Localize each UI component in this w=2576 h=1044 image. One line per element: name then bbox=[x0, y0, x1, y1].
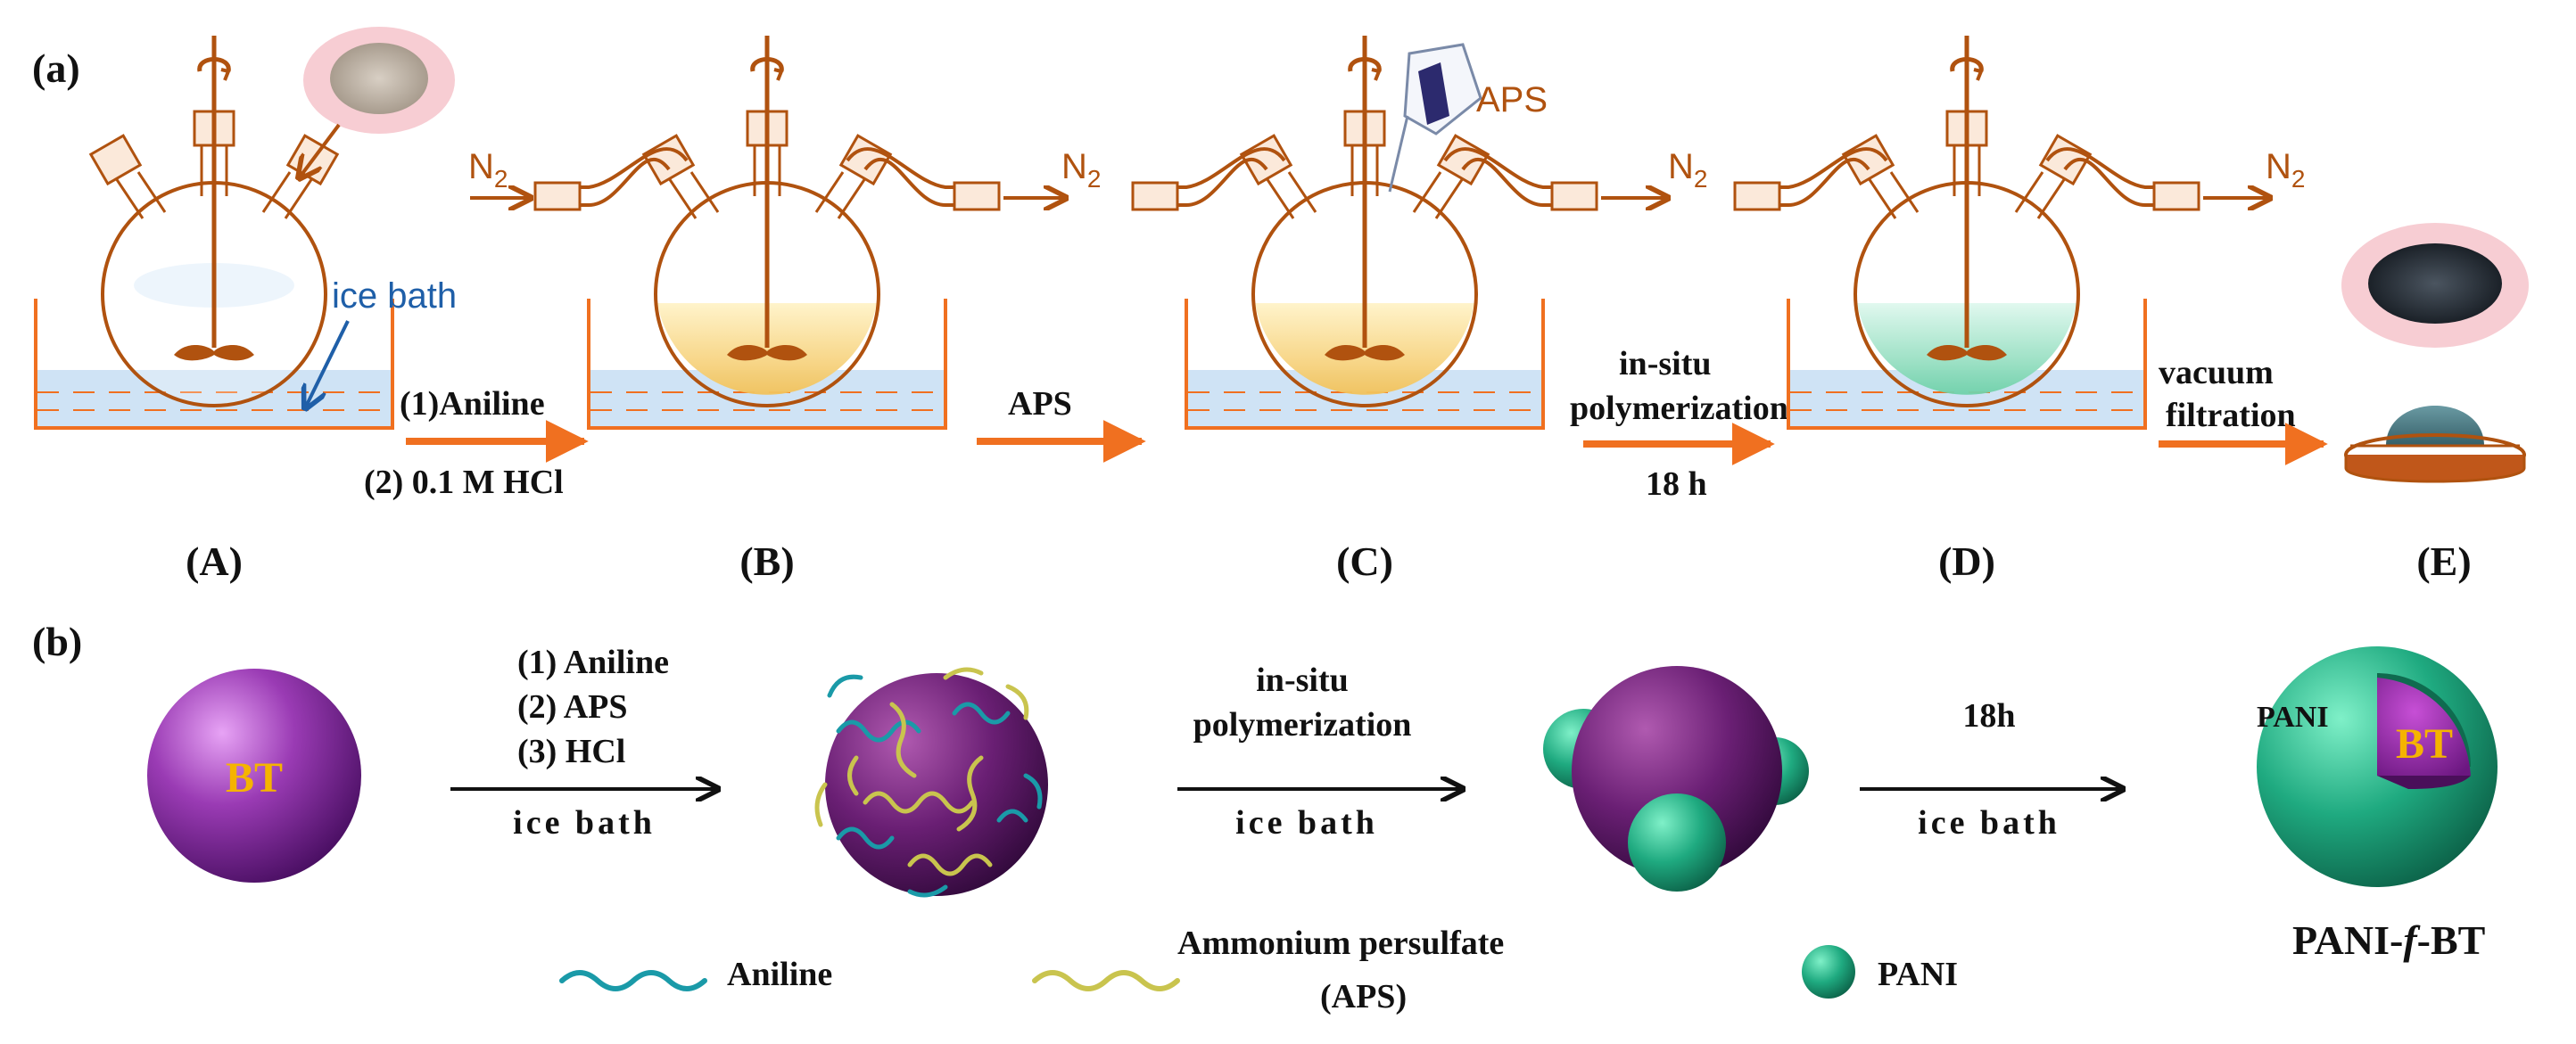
step4-label-1: vacuum bbox=[2159, 354, 2274, 391]
black-powder bbox=[2368, 243, 2502, 324]
nucleated-particle bbox=[1543, 666, 1809, 892]
condition-3: ice bath bbox=[1918, 804, 2060, 842]
pani-shell-label: PANI bbox=[2257, 701, 2329, 734]
aps-legend-icon bbox=[1035, 973, 1177, 989]
step3-label-3: 18 h bbox=[1646, 465, 1707, 503]
filter-cake bbox=[2346, 406, 2524, 481]
reagent-2: (2) APS bbox=[517, 688, 628, 726]
white-powder bbox=[330, 43, 428, 114]
reagent-1: (1) Aniline bbox=[517, 644, 669, 681]
legend-aps-1: Ammonium persulfate bbox=[1177, 925, 1504, 962]
pani-legend-icon bbox=[1802, 945, 1855, 999]
n2-in-d: N2 bbox=[1668, 147, 1707, 193]
flask-d bbox=[1788, 36, 2145, 428]
step2-label: APS bbox=[1008, 385, 1072, 423]
flask-b bbox=[589, 36, 945, 428]
bt-core-label: BT bbox=[2396, 720, 2453, 768]
step3-label-2: polymerization bbox=[1570, 390, 1788, 427]
bt-particle-label: BT bbox=[226, 754, 283, 801]
panel-b-label: (b) bbox=[32, 619, 82, 664]
stage-label-d: (D) bbox=[1938, 538, 1995, 584]
condition-1: ice bath bbox=[513, 804, 656, 842]
core-shell-particle bbox=[2257, 646, 2498, 887]
step1-label-2: (2) 0.1 M HCl bbox=[364, 464, 564, 501]
condition-2: ice bath bbox=[1235, 804, 1378, 842]
n2-out-b: N2 bbox=[1061, 147, 1101, 193]
legend-aniline: Aniline bbox=[727, 956, 832, 993]
aniline-legend-icon bbox=[562, 973, 705, 989]
ice-bath-label: ice bath bbox=[332, 276, 457, 316]
aps-bottle-label: APS bbox=[1476, 80, 1548, 119]
legend-aps-2: (APS) bbox=[1320, 978, 1407, 1015]
step1-label-1: (1)Aniline bbox=[400, 385, 545, 423]
stage-label-b: (B) bbox=[739, 538, 794, 584]
stage-label-e: (E) bbox=[2416, 538, 2471, 584]
product-label: PANI-f-BT bbox=[2292, 917, 2485, 963]
step3-label-1: in-situ bbox=[1619, 345, 1711, 382]
reagent-3: (3) HCl bbox=[517, 733, 625, 770]
coated-particle bbox=[817, 670, 1048, 896]
stage-label-c: (C) bbox=[1336, 538, 1393, 584]
n2-in-b: N2 bbox=[468, 147, 508, 193]
poly-label-2: polymerization bbox=[1193, 706, 1412, 744]
poly-label-1: in-situ bbox=[1256, 662, 1348, 699]
step4-label-2: filtration bbox=[2166, 397, 2296, 434]
n2-out-d: N2 bbox=[2266, 147, 2305, 193]
stage-label-a: (A) bbox=[186, 538, 243, 584]
panel-a-label: (a) bbox=[32, 45, 80, 91]
legend-pani: PANI bbox=[1878, 956, 1958, 993]
time-label-3: 18h bbox=[1962, 697, 2015, 735]
